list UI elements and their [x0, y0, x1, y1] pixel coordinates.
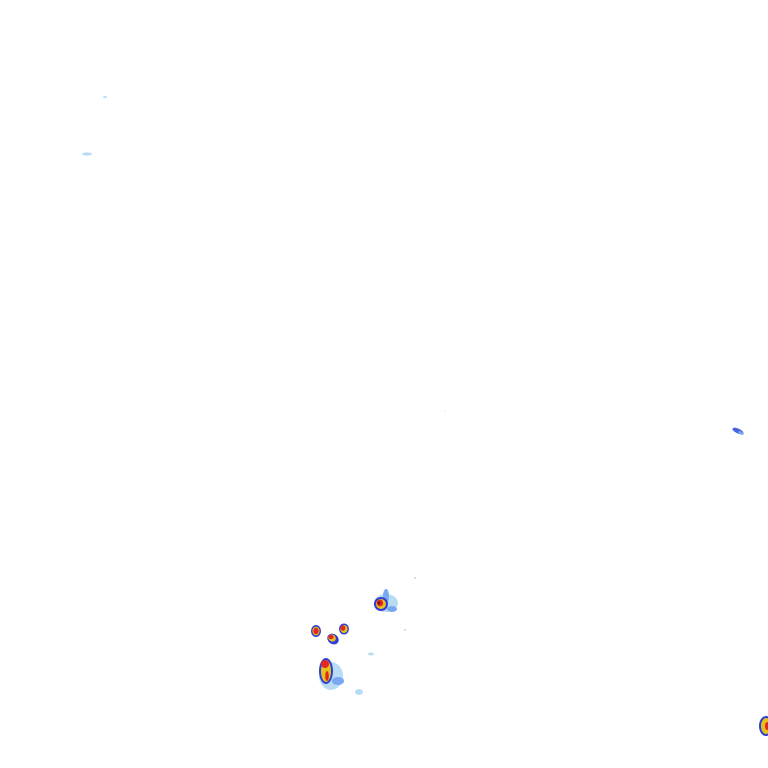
echo-cell-c — [327, 633, 339, 645]
echo-cell-d — [339, 623, 349, 635]
echo-intense — [340, 625, 346, 631]
echo-center-speck — [414, 410, 446, 579]
echo-bottom-right — [759, 716, 768, 736]
echo-lower-faint — [355, 652, 374, 695]
echo-cell-b — [311, 625, 321, 637]
echo-light — [368, 652, 374, 656]
echo-intense — [328, 634, 334, 640]
echo-medium — [738, 431, 744, 435]
echo-top-left — [82, 96, 107, 156]
echo-intense — [313, 627, 319, 635]
echo-right-streak — [732, 427, 744, 435]
echo-heavy — [761, 718, 768, 734]
echo-cell-a — [374, 589, 398, 612]
echo-extreme — [377, 601, 381, 605]
echo-light — [103, 96, 107, 98]
echo-intense — [325, 671, 329, 681]
echo-light — [414, 577, 416, 579]
echo-cell-e — [319, 658, 344, 690]
echo-medium — [387, 606, 397, 612]
echo-intense — [765, 722, 768, 730]
echo-medium — [332, 677, 344, 685]
echo-light — [444, 410, 446, 412]
echo-light — [82, 152, 92, 156]
echo-light — [404, 629, 406, 631]
echo-light — [355, 689, 363, 695]
echo-intense — [321, 660, 329, 668]
